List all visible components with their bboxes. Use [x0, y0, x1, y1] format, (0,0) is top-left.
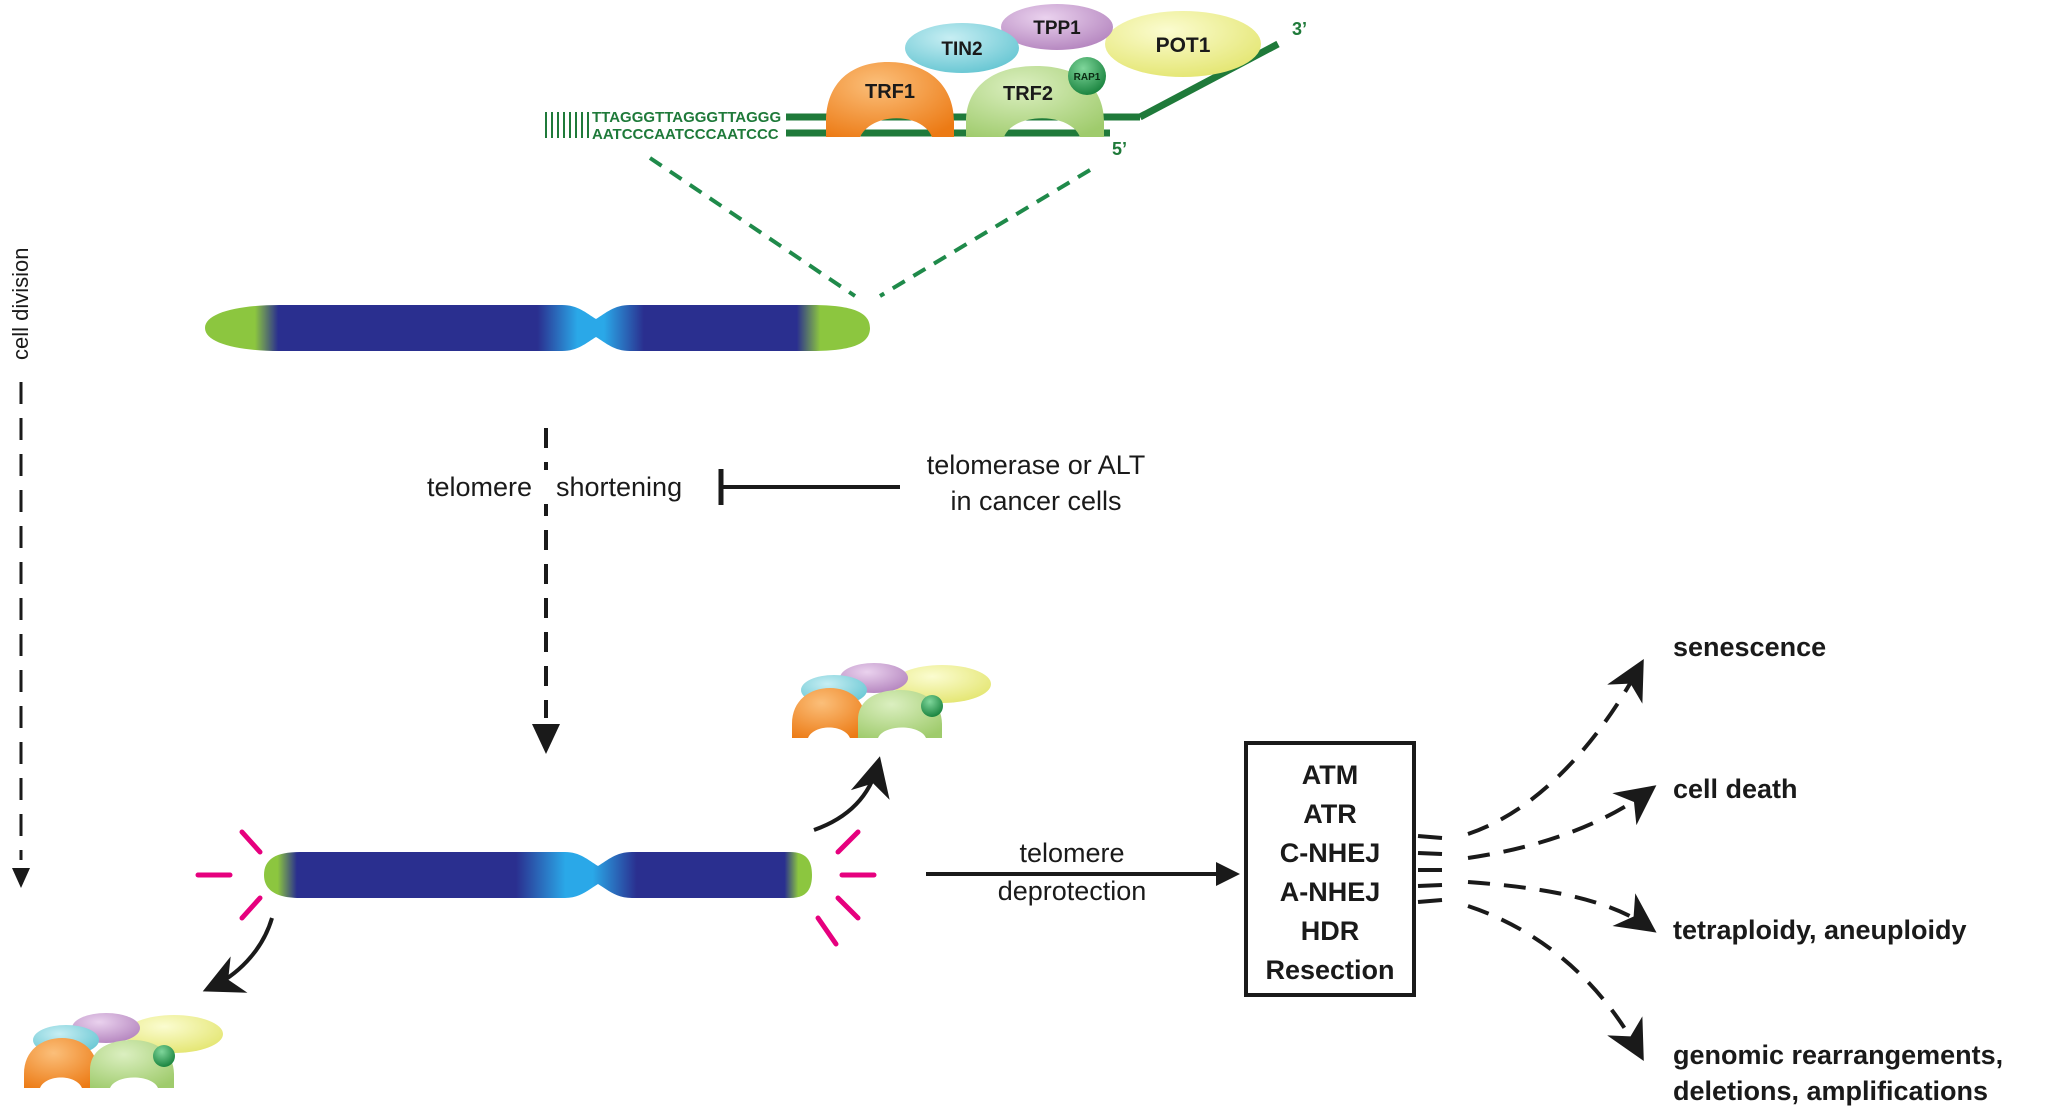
chromosome-shortened: [264, 852, 812, 898]
deprotection-label-1: telomere: [1019, 838, 1124, 868]
deprotection-label-2: deprotection: [998, 876, 1147, 906]
arrow-genomic: [1467, 904, 1644, 1062]
outcome-arrows: [1467, 658, 1657, 1062]
box-outlets: [1417, 834, 1443, 904]
pathway-atr: ATR: [1303, 799, 1357, 829]
pot1-protein: POT1: [1105, 11, 1261, 77]
cell-division-label: cell division: [8, 248, 33, 361]
dna-5-prime-label: 5’: [1112, 139, 1127, 159]
telomerase-label-2: in cancer cells: [950, 486, 1121, 516]
release-arrow-left: [202, 917, 274, 993]
zoom-lines: [648, 156, 1092, 298]
dna-bottom-sequence: AATCCCAATCCCAATCCC: [592, 126, 779, 143]
telomere-shortening-label-2: shortening: [556, 472, 682, 502]
telomerase-label-1: telomerase or ALT: [927, 450, 1146, 480]
telomerase-inhibition: telomerase or ALT in cancer cells: [718, 450, 1146, 516]
ddr-pathway-box: ATM ATR C-NHEJ A-NHEJ HDR Resection: [1244, 741, 1416, 997]
arrow-tetraploidy: [1467, 880, 1657, 933]
telomere-shortening-label-1: telomere: [427, 472, 532, 502]
dna-3-prime-label: 3’: [1292, 19, 1307, 39]
released-shelterin-left: [24, 1013, 223, 1088]
trf1-protein: TRF1: [826, 62, 954, 137]
pathway-atm: ATM: [1302, 760, 1358, 790]
pathway-c-nhej: C-NHEJ: [1280, 838, 1381, 868]
arrow-cell-death: [1467, 785, 1657, 860]
rap1-protein: RAP1: [1068, 57, 1106, 95]
rap1-label: RAP1: [1074, 72, 1101, 83]
arrow-senescence: [1467, 658, 1644, 836]
trf1-label: TRF1: [865, 81, 915, 103]
telomere-shortening-arrow: telomere shortening: [427, 428, 682, 754]
pot1-label: POT1: [1156, 34, 1211, 57]
tin2-protein: TIN2: [905, 23, 1019, 73]
tpp1-protein: TPP1: [1001, 4, 1113, 50]
release-arrow-right: [813, 756, 890, 832]
trf2-label: TRF2: [1003, 83, 1053, 105]
dna-fade-lines: [545, 112, 589, 138]
chromosome-intact: [205, 305, 870, 351]
dna-top-sequence: TTAGGGTTAGGGTTAGGG: [592, 109, 781, 126]
pathway-a-nhej: A-NHEJ: [1280, 877, 1381, 907]
outcome-tetraploidy: tetraploidy, aneuploidy: [1673, 915, 1967, 945]
cell-division-arrow: cell division: [8, 248, 33, 888]
trf2-protein: TRF2: [966, 66, 1104, 137]
deprotection-arrow: telomere deprotection: [926, 838, 1240, 906]
outcome-genomic-2: deletions, amplifications: [1673, 1076, 1988, 1106]
tpp1-label: TPP1: [1033, 18, 1081, 39]
pathway-resection: Resection: [1265, 955, 1394, 985]
outcome-cell-death: cell death: [1673, 774, 1798, 804]
damage-rays-right: [815, 829, 877, 947]
outcome-genomic-1: genomic rearrangements,: [1673, 1040, 2003, 1070]
tin2-label: TIN2: [941, 39, 982, 60]
pathway-hdr: HDR: [1301, 916, 1360, 946]
damage-rays-left: [195, 829, 263, 921]
shelterin-complex: POT1 TPP1 TIN2 TRF1 TRF2 RAP1: [826, 4, 1261, 137]
outcome-senescence: senescence: [1673, 632, 1826, 662]
released-shelterin-right: [792, 663, 991, 738]
